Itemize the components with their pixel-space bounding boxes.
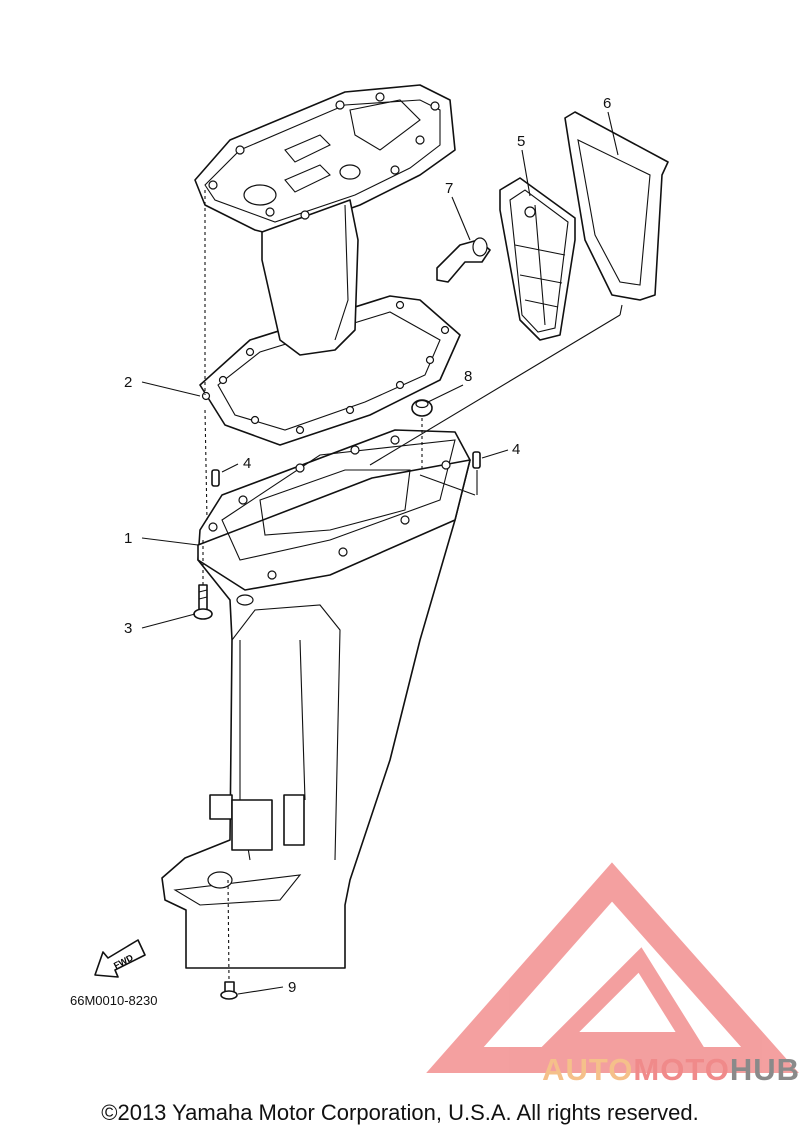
plate-holes [208,92,440,220]
upper-casing-bolt-holes [208,435,451,580]
drain-screw-part [220,981,238,1000]
copyright-notice: ©2013 Yamaha Motor Corporation, U.S.A. A… [101,1100,699,1125]
upper-casing-part [161,429,471,969]
drawing-code: 66M0010-8230 [70,993,157,1008]
hose-part [436,237,491,283]
callout-4-left: 4 [243,455,251,472]
callout-7: 7 [445,180,453,197]
callout-9: 9 [288,979,296,996]
callout-numbers: 1 2 3 4 4 5 6 7 8 9 [124,95,611,996]
brand-part-auto: AUTO [542,1052,634,1087]
dowel-pin-left [211,469,220,487]
bolt-part [193,584,213,620]
watermark-brand: AUTOMOTOHUB [470,1052,800,1088]
callout-8: 8 [464,368,472,385]
fwd-arrow-icon: FWD [94,939,146,978]
exhaust-guide-plate [194,84,456,356]
callout-2: 2 [124,374,132,391]
callout-4-right: 4 [512,441,520,458]
grommet-part [411,399,433,417]
dowel-pin-right [472,451,481,469]
callout-1: 1 [124,530,132,547]
callout-6: 6 [603,95,611,112]
brand-part-moto: MOTO [633,1052,730,1087]
callout-leaders [141,111,619,995]
watermark-logo [426,862,799,1073]
assembly-guide-lines [202,190,623,981]
seal-part [564,111,669,301]
screen-grille-part [499,177,576,341]
callout-3: 3 [124,620,132,637]
brand-part-hub: HUB [729,1052,800,1087]
callout-5: 5 [517,133,525,150]
